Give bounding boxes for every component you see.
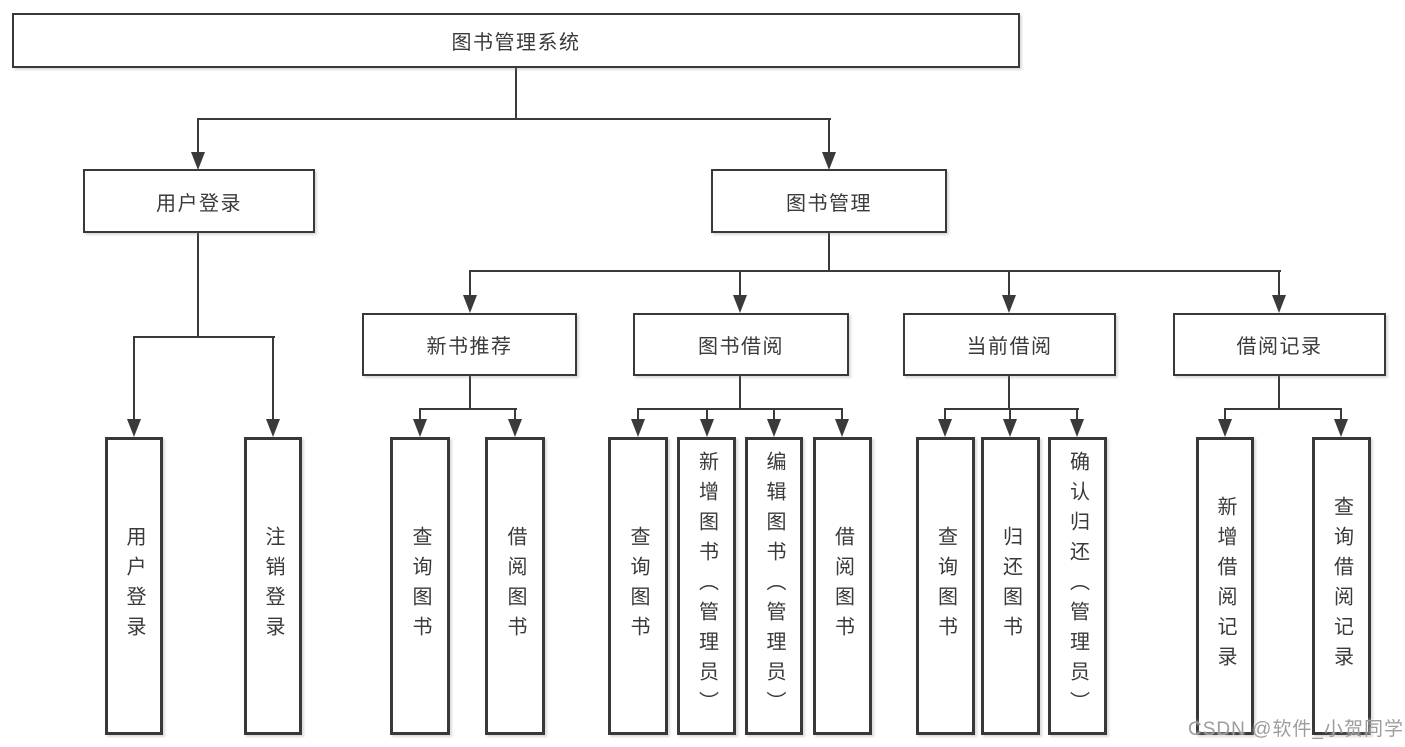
arrow-down-icon [822, 118, 836, 170]
leaf-confirm-return-admin: 确认归还（管理员） [1048, 437, 1107, 735]
leaf-query-books-borrow-label: 查询图书 [627, 526, 649, 646]
node-user-login: 用户登录 [83, 169, 315, 233]
arrow-down-icon [733, 270, 747, 313]
connector-borrow-split [637, 408, 843, 410]
node-root-label: 图书管理系统 [451, 32, 581, 54]
leaf-borrow-books: 借阅图书 [813, 437, 872, 735]
connector-current-stub [1008, 376, 1010, 408]
connector-bookmgmt-split [469, 270, 1281, 272]
arrow-down-icon [508, 408, 522, 437]
leaf-return-book-label: 归还图书 [999, 526, 1022, 646]
node-current-borrow-label: 当前借阅 [966, 336, 1053, 358]
connector-records-stub [1278, 376, 1280, 408]
connector-current-split [944, 408, 1079, 410]
leaf-query-borrow-record: 查询借阅记录 [1312, 437, 1371, 735]
node-book-borrow: 图书借阅 [633, 313, 849, 376]
arrow-down-icon [767, 408, 781, 437]
connector-bookmgmt-stub [828, 233, 830, 270]
leaf-query-borrow-record-label: 查询借阅记录 [1330, 496, 1353, 676]
node-book-management-label: 图书管理 [786, 192, 872, 215]
arrow-down-icon [835, 408, 849, 437]
leaf-query-books-borrow: 查询图书 [608, 437, 668, 735]
connector-userlogin-stub [197, 233, 199, 336]
arrow-down-icon [1272, 270, 1286, 313]
connector-userlogin-split [133, 336, 275, 338]
arrow-down-icon [1003, 408, 1017, 437]
connector-root-stub [515, 68, 517, 118]
leaf-borrow-books-label: 借阅图书 [831, 526, 854, 646]
leaf-edit-book-admin-label: 编辑图书（管理员） [763, 451, 785, 721]
node-book-management: 图书管理 [711, 169, 947, 233]
arrow-down-icon [266, 336, 280, 437]
connector-newbook-stub [469, 376, 471, 408]
node-borrow-records-label: 借阅记录 [1236, 336, 1323, 358]
connector-root-split [197, 118, 831, 120]
arrow-down-icon [1070, 408, 1084, 437]
arrow-down-icon [1002, 270, 1016, 313]
connector-newbook-split [419, 408, 517, 410]
node-root: 图书管理系统 [12, 13, 1020, 68]
leaf-add-book-admin-label: 新增图书（管理员） [695, 451, 718, 721]
leaf-query-books-recommend: 查询图书 [390, 437, 450, 735]
arrow-down-icon [191, 118, 205, 170]
arrow-down-icon [127, 336, 141, 437]
watermark-text: CSDN @软件_小贺同学 [1188, 719, 1404, 740]
leaf-return-book: 归还图书 [981, 437, 1040, 735]
leaf-user-login-label: 用户登录 [123, 526, 145, 646]
arrow-down-icon [1218, 408, 1232, 437]
connector-borrow-stub [739, 376, 741, 408]
leaf-borrow-books-recommend-label: 借阅图书 [504, 526, 526, 646]
leaf-query-books-recommend-label: 查询图书 [409, 526, 431, 646]
leaf-add-book-admin: 新增图书（管理员） [677, 437, 736, 735]
leaf-borrow-books-recommend: 借阅图书 [485, 437, 545, 735]
leaf-user-login: 用户登录 [105, 437, 163, 735]
leaf-add-borrow-record: 新增借阅记录 [1196, 437, 1254, 735]
node-new-book-recommend-label: 新书推荐 [426, 336, 513, 358]
leaf-logout: 注销登录 [244, 437, 302, 735]
arrow-down-icon [938, 408, 952, 437]
arrow-down-icon [413, 408, 427, 437]
node-book-borrow-label: 图书借阅 [698, 336, 784, 358]
arrow-down-icon [1334, 408, 1348, 437]
leaf-logout-label: 注销登录 [262, 526, 284, 646]
node-user-login-label: 用户登录 [156, 192, 242, 215]
leaf-edit-book-admin: 编辑图书（管理员） [745, 437, 803, 735]
node-borrow-records: 借阅记录 [1173, 313, 1386, 376]
leaf-query-books-current: 查询图书 [916, 437, 975, 735]
arrow-down-icon [631, 408, 645, 437]
node-current-borrow: 当前借阅 [903, 313, 1116, 376]
leaf-query-books-current-label: 查询图书 [934, 526, 957, 646]
arrow-down-icon [700, 408, 714, 437]
node-new-book-recommend: 新书推荐 [362, 313, 577, 376]
connector-records-split [1224, 408, 1342, 410]
leaf-add-borrow-record-label: 新增借阅记录 [1214, 496, 1236, 676]
leaf-confirm-return-admin-label: 确认归还（管理员） [1066, 451, 1089, 721]
arrow-down-icon [463, 270, 477, 313]
